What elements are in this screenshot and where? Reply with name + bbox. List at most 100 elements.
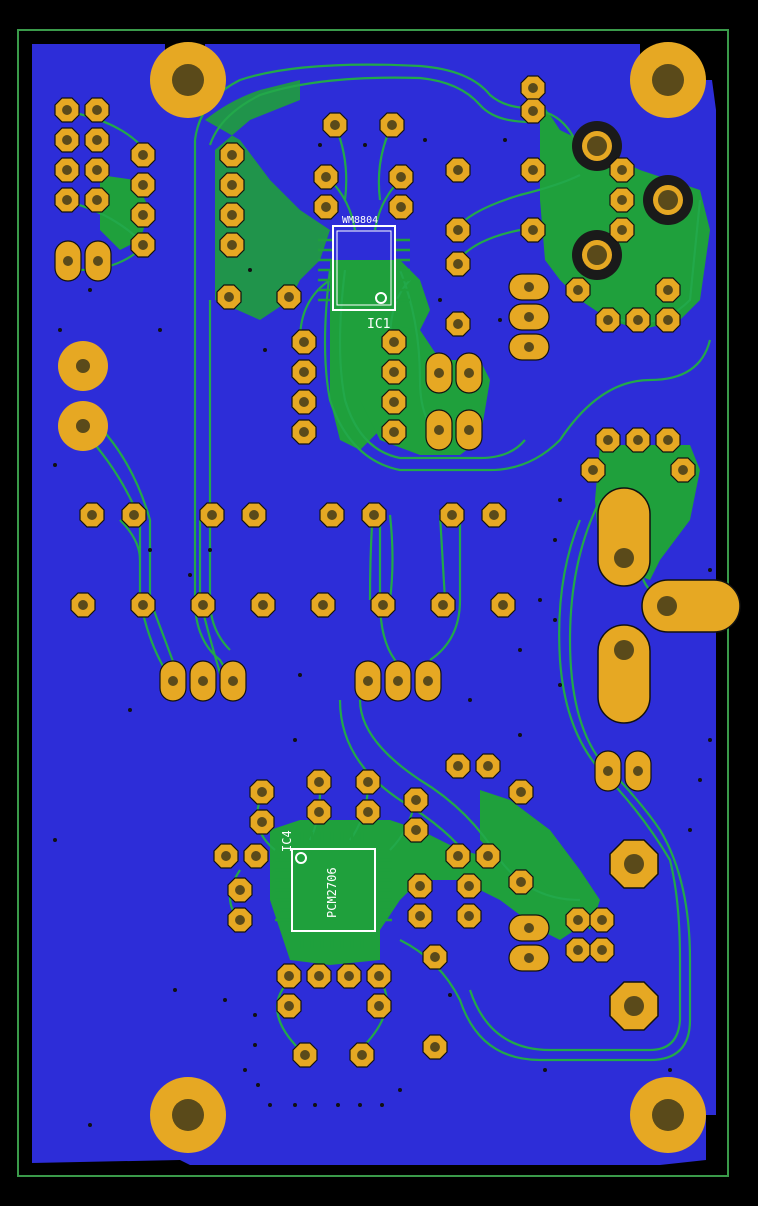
ic4-pin1-marker xyxy=(295,852,307,864)
pad xyxy=(595,307,621,333)
pad xyxy=(520,157,546,183)
pad xyxy=(445,753,471,779)
pad xyxy=(241,502,267,528)
mount-hole-bottom-left xyxy=(150,1077,226,1153)
ic4-leads xyxy=(275,832,392,948)
pad xyxy=(490,592,516,618)
pad xyxy=(381,419,407,445)
pad xyxy=(445,843,471,869)
mount-hole-top-left xyxy=(150,42,226,118)
pad xyxy=(403,817,429,843)
dark-jack-pads xyxy=(572,121,693,280)
pad xyxy=(520,98,546,124)
pad xyxy=(243,843,269,869)
pad xyxy=(370,592,396,618)
ic4-footprint: PCM2706 IC4 xyxy=(275,830,392,948)
pad xyxy=(84,97,110,123)
through-hole-pads xyxy=(54,75,696,1068)
pad xyxy=(292,1042,318,1068)
ic1-inner xyxy=(336,230,392,306)
component-pad-pairs xyxy=(54,240,652,972)
pad xyxy=(445,311,471,337)
pad xyxy=(439,502,465,528)
pad xyxy=(407,903,433,929)
pad xyxy=(381,359,407,385)
pad-group xyxy=(354,660,442,702)
pad xyxy=(388,164,414,190)
pad xyxy=(355,799,381,825)
pad xyxy=(403,787,429,813)
pad xyxy=(580,457,606,483)
pad xyxy=(313,194,339,220)
pad xyxy=(291,329,317,355)
mounting-holes xyxy=(150,42,706,1153)
pad xyxy=(355,769,381,795)
pad xyxy=(445,217,471,243)
pad xyxy=(609,157,635,183)
pad xyxy=(475,753,501,779)
oblong-pads xyxy=(597,487,741,724)
pad xyxy=(655,277,681,303)
pad xyxy=(130,142,156,168)
pad xyxy=(422,1034,448,1060)
pad xyxy=(475,843,501,869)
pad xyxy=(430,592,456,618)
pad xyxy=(54,157,80,183)
pad xyxy=(219,202,245,228)
pad xyxy=(54,97,80,123)
pad xyxy=(381,329,407,355)
pad xyxy=(456,903,482,929)
pad xyxy=(565,907,591,933)
pad xyxy=(655,307,681,333)
pad xyxy=(227,877,253,903)
ic1-leads xyxy=(318,238,410,302)
pad xyxy=(130,202,156,228)
pad xyxy=(366,963,392,989)
pad xyxy=(84,157,110,183)
pad-group xyxy=(425,409,483,451)
pad-group xyxy=(508,914,550,972)
pad xyxy=(407,873,433,899)
pad-group xyxy=(594,750,652,792)
pad xyxy=(589,907,615,933)
pad xyxy=(291,419,317,445)
pad-group xyxy=(159,660,247,702)
pad xyxy=(319,502,345,528)
pad xyxy=(291,359,317,385)
pad xyxy=(306,963,332,989)
pad-group xyxy=(425,352,483,394)
pad xyxy=(84,127,110,153)
pad xyxy=(520,217,546,243)
pad xyxy=(322,112,348,138)
pad xyxy=(79,502,105,528)
pad xyxy=(199,502,225,528)
pad xyxy=(625,427,651,453)
pad xyxy=(54,187,80,213)
pad xyxy=(388,194,414,220)
ic4-ref-label: IC4 xyxy=(280,830,294,852)
pad xyxy=(130,232,156,258)
pad-group xyxy=(508,273,550,361)
pad xyxy=(670,457,696,483)
pad xyxy=(276,993,302,1019)
pad xyxy=(336,963,362,989)
pad xyxy=(249,779,275,805)
pad xyxy=(361,502,387,528)
pad xyxy=(655,427,681,453)
pad xyxy=(609,187,635,213)
pad xyxy=(456,873,482,899)
pad xyxy=(306,769,332,795)
pad xyxy=(306,799,332,825)
pad xyxy=(84,187,110,213)
pad xyxy=(422,944,448,970)
pad xyxy=(381,389,407,415)
ic1-body xyxy=(332,225,396,311)
pad xyxy=(249,809,275,835)
pad xyxy=(595,427,621,453)
pad xyxy=(54,127,80,153)
pad xyxy=(121,502,147,528)
pad xyxy=(625,307,651,333)
pad xyxy=(310,592,336,618)
pad xyxy=(366,993,392,1019)
